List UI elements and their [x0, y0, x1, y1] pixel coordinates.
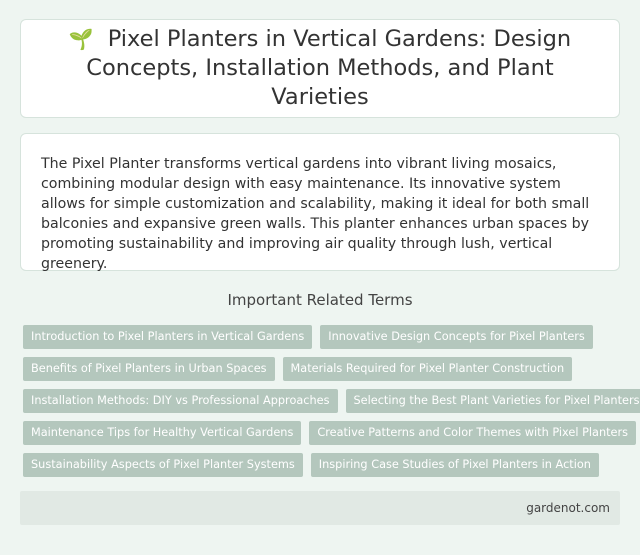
tag-link[interactable]: Maintenance Tips for Healthy Vertical Ga… [23, 421, 302, 445]
tag-link[interactable]: Innovative Design Concepts for Pixel Pla… [320, 325, 593, 349]
tag-link[interactable]: Creative Patterns and Color Themes with … [309, 421, 637, 445]
tag-row: Introduction to Pixel Planters in Vertic… [23, 325, 623, 349]
footer: gardenot.com [20, 491, 620, 525]
related-terms-list: Introduction to Pixel Planters in Vertic… [23, 325, 640, 485]
footer-site-link[interactable]: gardenot.com [526, 501, 610, 515]
summary-text: The Pixel Planter transforms vertical ga… [41, 156, 590, 272]
tag-row: Installation Methods: DIY vs Professiona… [23, 389, 640, 413]
tag-link[interactable]: Inspiring Case Studies of Pixel Planters… [310, 453, 599, 477]
tag-row: Maintenance Tips for Healthy Vertical Ga… [23, 421, 637, 445]
page-title: 🌱Pixel Planters in Vertical Gardens: Des… [21, 25, 619, 112]
tag-row: Sustainability Aspects of Pixel Planter … [23, 453, 623, 477]
seedling-icon: 🌱 [68, 27, 94, 51]
page-title-text: Pixel Planters in Vertical Gardens: Desi… [86, 26, 572, 110]
title-card: 🌱Pixel Planters in Vertical Gardens: Des… [20, 19, 620, 118]
tag-row: Benefits of Pixel Planters in Urban Spac… [23, 357, 623, 381]
tag-link[interactable]: Sustainability Aspects of Pixel Planter … [23, 453, 303, 477]
tag-link[interactable]: Selecting the Best Plant Varieties for P… [345, 389, 640, 413]
summary-card: The Pixel Planter transforms vertical ga… [20, 133, 620, 272]
tag-link[interactable]: Materials Required for Pixel Planter Con… [282, 357, 573, 381]
tag-link[interactable]: Installation Methods: DIY vs Professiona… [23, 389, 338, 413]
tag-link[interactable]: Introduction to Pixel Planters in Vertic… [23, 325, 313, 349]
tag-link[interactable]: Benefits of Pixel Planters in Urban Spac… [23, 357, 275, 381]
related-terms-heading: Important Related Terms [227, 291, 413, 309]
